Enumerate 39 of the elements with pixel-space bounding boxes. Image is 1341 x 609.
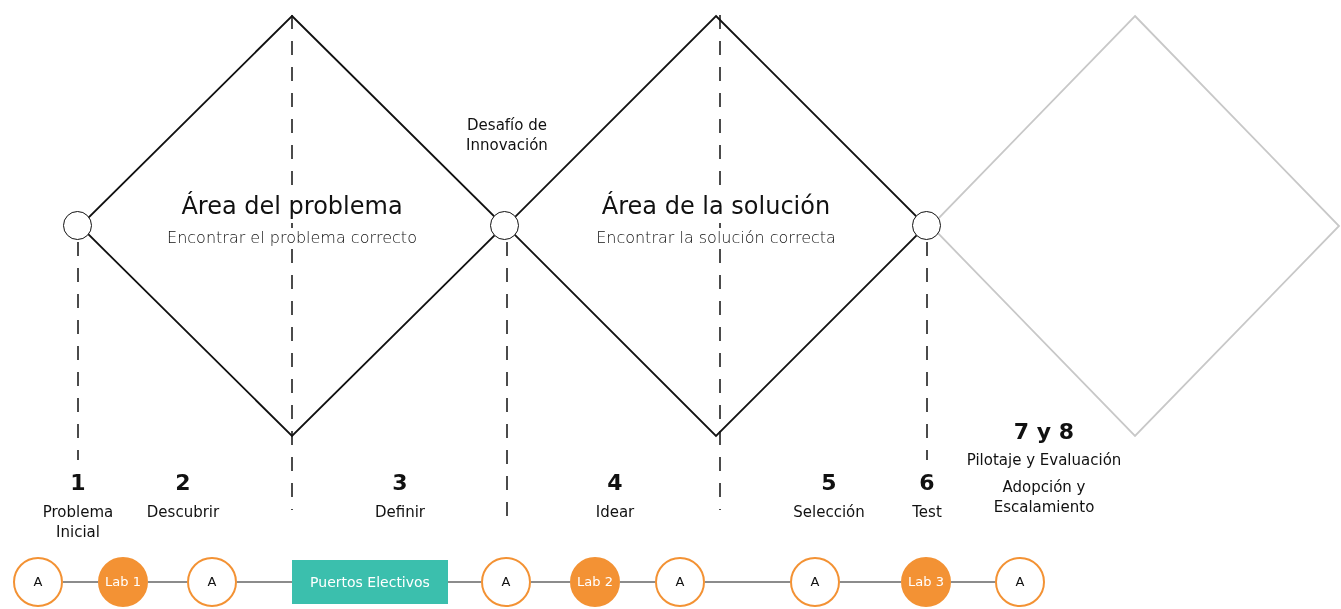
connector-line: [530, 581, 571, 583]
step-label: Adopción y Escalamiento: [992, 477, 1096, 517]
step-number: 2: [175, 470, 191, 495]
step-number: 4: [607, 470, 623, 495]
activity-circle: A: [187, 557, 237, 607]
step-label: Descubrir: [146, 502, 220, 522]
junction-circle: [63, 211, 92, 240]
step-label: Test: [912, 502, 942, 522]
step-number: 5: [821, 470, 837, 495]
activity-circle: A: [481, 557, 531, 607]
lab-circle: Lab 3: [901, 557, 951, 607]
connector-line: [236, 581, 293, 583]
activity-circle: A: [995, 557, 1045, 607]
step-number: 3: [392, 470, 408, 495]
step-number: 7 y 8: [1013, 419, 1075, 444]
connector-line: [704, 581, 791, 583]
connector-line: [839, 581, 902, 583]
step-number: 1: [70, 470, 86, 495]
connector-line: [950, 581, 996, 583]
lab-circle: Lab 1: [98, 557, 148, 607]
step-label: Selección: [793, 502, 865, 522]
connector-line: [62, 581, 99, 583]
elective-box: Puertos Electivos: [292, 560, 448, 604]
step-number: 6: [919, 470, 935, 495]
lab-circle: Lab 2: [570, 557, 620, 607]
connector-line: [447, 581, 482, 583]
area-subtitle: Encontrar el problema correcto: [165, 228, 419, 247]
activity-circle: A: [655, 557, 705, 607]
step-label: Idear: [595, 502, 635, 522]
connector-line: [619, 581, 656, 583]
challenge-label: Desafío de Innovación: [465, 115, 549, 155]
activity-circle: A: [13, 557, 63, 607]
connector-line: [147, 581, 188, 583]
activity-circle: A: [790, 557, 840, 607]
step-label: Definir: [374, 502, 426, 522]
junction-circle: [490, 211, 519, 240]
junction-circle: [912, 211, 941, 240]
step-label: Problema Inicial: [41, 502, 115, 542]
step-label: Pilotaje y Evaluación: [966, 450, 1122, 470]
